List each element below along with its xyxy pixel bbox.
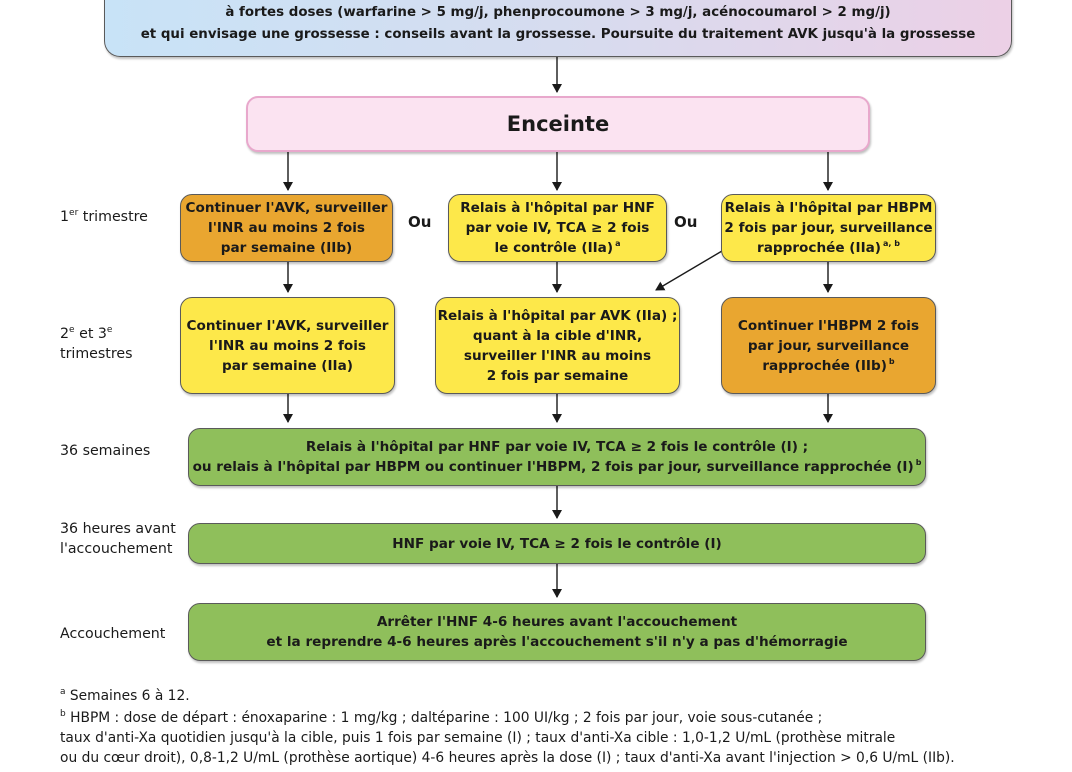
r2-hbpm-line-2: par jour, surveillance xyxy=(747,337,910,354)
green3-line-1: Arrêter l'HNF 4-6 heures avant l'accouch… xyxy=(376,614,738,630)
r1-hnf-box: Relais à l'hôpital par HNF par voie IV, … xyxy=(448,194,667,262)
r1-hbpm-box: Relais à l'hôpital par HBPM 2 fois par j… xyxy=(721,194,936,262)
footnote-b-line-1: b HBPM : dose de départ : énoxaparine : … xyxy=(60,708,822,728)
r2-hbpm-line-1: Continuer l'HBPM 2 fois xyxy=(737,317,920,334)
footnote-b-text-1: HBPM : dose de départ : énoxaparine : 1 … xyxy=(65,710,823,726)
r1-hbpm-footnote-ref: a, b xyxy=(883,239,900,248)
label-accouchement: Accouchement xyxy=(60,626,166,642)
r1-avk-line-1: Continuer l'AVK, surveiller xyxy=(185,200,388,216)
pre-pregnancy-line-2: et qui envisage une grossesse : conseils… xyxy=(140,27,976,42)
green1-line-2: ou relais à l'hôpital par HBPM ou contin… xyxy=(192,459,914,475)
ou-separator-1: Ou xyxy=(408,213,432,231)
label-t23-a: 2 xyxy=(60,326,70,342)
enceinte-label: Enceinte xyxy=(506,112,610,136)
label-36-hours: 36 heures avant l'accouchement xyxy=(60,519,176,559)
label-36h-line2: l'accouchement xyxy=(60,541,173,557)
label-t23-b-sup: e xyxy=(106,325,113,335)
footnote-b-line-2: taux d'anti-Xa quotidien jusqu'à la cibl… xyxy=(60,730,896,746)
label-t1-rest: trimestre xyxy=(78,209,148,225)
r2-relais-avk-box: Relais à l'hôpital par AVK (IIa) ; quant… xyxy=(435,297,680,394)
green1-footnote-ref: b xyxy=(915,458,922,467)
label-36-weeks: 36 semaines xyxy=(60,443,151,459)
r1-hnf-line-1: Relais à l'hôpital par HNF xyxy=(460,200,655,216)
r2-hbpm-footnote-ref: b xyxy=(888,356,895,366)
r2-relais-line-1: Relais à l'hôpital par AVK (IIa) ; xyxy=(437,307,678,324)
label-t23-line2: trimestres xyxy=(60,346,133,362)
green2-line: HNF par voie IV, TCA ≥ 2 fois le contrôl… xyxy=(392,535,722,552)
green-36-hours-box: HNF par voie IV, TCA ≥ 2 fois le contrôl… xyxy=(188,523,926,564)
r2-avk-line-1: Continuer l'AVK, surveiller xyxy=(186,317,389,334)
r2-hbpm-line-3: rapprochée (IIb) xyxy=(762,357,887,374)
ou-separator-2: Ou xyxy=(674,213,698,231)
green-36-weeks-box: Relais à l'hôpital par HNF par voie IV, … xyxy=(188,428,926,486)
r2-avk-box: Continuer l'AVK, surveiller l'INR au moi… xyxy=(180,297,395,394)
footnote-a-text: Semaines 6 à 12. xyxy=(65,688,190,704)
r2-relais-line-4: 2 fois par semaine xyxy=(486,367,629,384)
label-t1-sup: er xyxy=(69,208,79,218)
r2-relais-line-3: surveiller l'INR au moins xyxy=(463,347,652,364)
footnote-a-marker: a xyxy=(60,687,66,697)
r1-hbpm-line-3: rapprochée (IIa) xyxy=(757,240,882,256)
r1-hnf-line-2: par voie IV, TCA ≥ 2 fois xyxy=(465,220,650,236)
green3-line-2: et la reprendre 4-6 heures après l'accou… xyxy=(266,634,848,650)
r2-avk-line-2: l'INR au moins 2 fois xyxy=(209,337,366,354)
r1-avk-line-3: par semaine (IIb) xyxy=(220,240,353,256)
r2-relais-line-2: quant à la cible d'INR, xyxy=(472,327,643,344)
r1-hnf-line-3: le contrôle (IIa) xyxy=(494,240,614,256)
label-t23-a-sup: e xyxy=(69,325,75,335)
label-first-trimester: 1er trimestre xyxy=(60,207,148,227)
label-t23-mid: et 3 xyxy=(74,326,107,342)
label-36h-line1: 36 heures avant xyxy=(60,521,176,537)
footnote-b-line-3: ou du cœur droit), 0,8-1,2 U/mL (prothès… xyxy=(60,750,955,766)
pre-pregnancy-line-1: à fortes doses (warfarine > 5 mg/j, phen… xyxy=(225,5,891,20)
r1-avk-box: Continuer l'AVK, surveiller l'INR au moi… xyxy=(180,194,393,262)
r1-hbpm-line-2: 2 fois par jour, surveillance xyxy=(724,220,933,236)
label-second-third-trimesters: 2e et 3e trimestres xyxy=(60,324,132,364)
r2-avk-line-3: par semaine (IIa) xyxy=(222,357,353,374)
r1-avk-line-2: l'INR au moins 2 fois xyxy=(208,220,365,236)
r2-hbpm-box: Continuer l'HBPM 2 fois par jour, survei… xyxy=(721,297,936,394)
label-t1-num: 1 xyxy=(60,209,70,225)
arrow-r1-right-to-mid xyxy=(655,250,723,291)
r1-hbpm-line-1: Relais à l'hôpital par HBPM xyxy=(724,200,933,216)
green1-line-1: Relais à l'hôpital par HNF par voie IV, … xyxy=(305,439,809,455)
pre-pregnancy-box: à fortes doses (warfarine > 5 mg/j, phen… xyxy=(104,0,1012,57)
enceinte-box: Enceinte xyxy=(246,96,870,152)
r1-hnf-footnote-ref: a xyxy=(615,239,621,248)
footnote-b-marker: b xyxy=(60,709,66,719)
footnote-a: a Semaines 6 à 12. xyxy=(60,686,190,706)
green-accouchement-box: Arrêter l'HNF 4-6 heures avant l'accouch… xyxy=(188,603,926,661)
